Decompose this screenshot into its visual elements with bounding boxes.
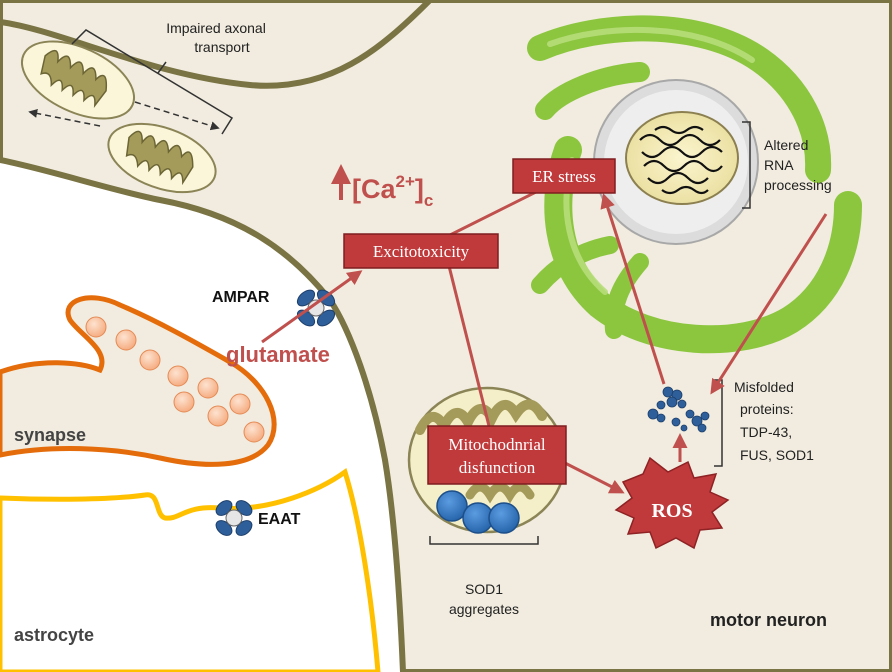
astrocyte-label: astrocyte [14,625,94,645]
altered-rna-label-2: RNA [764,157,794,173]
misfolded-label-4: FUS, SOD1 [740,447,814,463]
impaired-transport-label-1: Impaired axonal [166,20,266,36]
calcium-superscript: 2+ [396,172,415,191]
sod1-aggregate-spheres [436,490,520,534]
axon-membrane [0,0,433,89]
mito-dysfunction-label-1: Mitochodnrial [448,435,546,454]
misfolded-label-3: TDP-43, [740,424,792,440]
excitotoxicity-label: Excitotoxicity [373,242,470,261]
calcium-prefix: [Ca [352,174,396,204]
axonal-mitochondrion-2 [107,122,217,194]
ros-starburst [614,456,730,550]
ampar-receptor-icon [296,289,336,327]
sod1-bracket [429,536,539,545]
altered-rna-label-3: processing [764,177,832,193]
misfolded-label-2: proteins: [740,401,794,417]
calcium-label: [Ca2+]c [352,172,433,210]
eaat-transporter-icon [215,500,253,536]
impaired-transport-label-2: transport [194,39,249,55]
ros-label: ROS [651,500,692,522]
axonal-bracket [71,29,234,135]
sod1-label-2: aggregates [449,601,519,617]
calcium-suffix: ] [415,174,424,204]
ampar-label: AMPAR [212,289,270,306]
misfolded-protein-icon [647,386,710,433]
synapse-label: synapse [14,425,86,445]
nucleus [593,79,759,245]
altered-rna-label-1: Altered [764,137,808,153]
transport-arrow-left [28,108,101,127]
misfolded-label-1: Misfolded [734,379,794,395]
mito-to-ros-arrow [564,461,625,494]
motor-neuron-label: motor neuron [710,610,827,630]
mito-dysfunction-box: Mitochodnrial disfunction [427,425,567,485]
endoplasmic-reticulum [527,15,862,354]
transport-arrow-right [134,101,220,131]
rna-bracket [742,121,751,209]
calcium-subscript: c [424,191,433,210]
eaat-label: EAAT [258,511,301,528]
synaptic-vesicles [85,316,265,443]
proteins-to-er-arrow [600,193,666,385]
chromatin [639,125,723,195]
er-stress-box: ER stress [512,158,616,194]
er-stress-label: ER stress [532,167,596,186]
sod1-label-1: SOD1 [465,581,503,597]
mito-dysfunction-label-2: disfunction [459,458,536,477]
glutamate-arrow [261,270,363,344]
axonal-mitochondrion-1 [20,40,136,120]
synapse-terminal [0,295,277,467]
rna-to-proteins-arrow [710,213,828,395]
excito-to-mito-line [446,261,492,431]
glutamate-label: glutamate [226,342,330,367]
astrocyte [0,467,381,672]
excitotoxicity-box: Excitotoxicity [343,233,499,269]
